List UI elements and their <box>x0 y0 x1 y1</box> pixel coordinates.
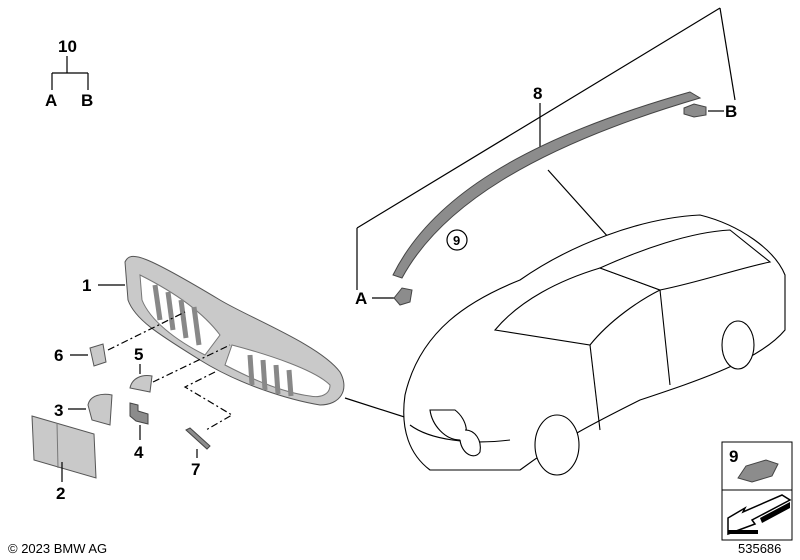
callout-b-strip: B <box>725 102 737 121</box>
trim-strip <box>392 91 702 279</box>
panel-2 <box>31 415 97 479</box>
callout-b: B <box>81 91 93 110</box>
bracket-4 <box>129 402 149 425</box>
kidney-grille <box>124 255 345 406</box>
callout-a: A <box>45 91 57 110</box>
assembly-tree <box>51 56 89 90</box>
callout-10: 10 <box>58 37 77 56</box>
cover-5 <box>129 375 153 393</box>
cover-3 <box>87 393 113 426</box>
legend-box <box>721 441 793 541</box>
clip-a <box>393 287 413 306</box>
car-outline <box>403 214 786 476</box>
legend-number-9: 9 <box>729 447 738 466</box>
callout-6: 6 <box>54 346 63 365</box>
callout-a-strip: A <box>355 289 367 308</box>
callout-9-circle: 9 <box>453 233 460 248</box>
callout-3: 3 <box>54 401 63 420</box>
copyright: © 2023 BMW AG <box>8 541 107 556</box>
callout-2: 2 <box>56 484 65 503</box>
callout-8: 8 <box>533 84 542 103</box>
circle-callout <box>446 229 468 251</box>
callout-7: 7 <box>191 460 200 479</box>
callout-1: 1 <box>82 276 91 295</box>
callout-5: 5 <box>134 345 143 364</box>
callout-4: 4 <box>134 443 144 462</box>
diagram-id: 535686 <box>738 541 781 556</box>
clip-b <box>683 103 707 118</box>
strip-7 <box>185 427 211 450</box>
cover-6 <box>89 343 107 367</box>
